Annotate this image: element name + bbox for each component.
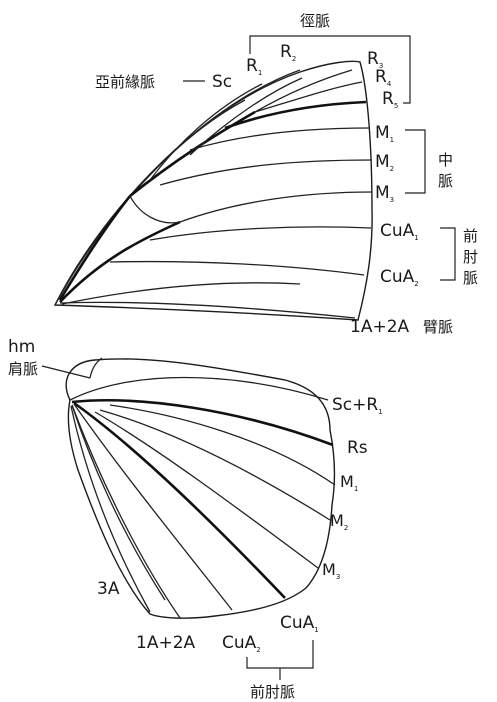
hw-cubital-group-label: 前肘脈: [250, 683, 295, 701]
medial-bracket: [405, 130, 425, 193]
cua2-label: CuA2: [380, 267, 419, 288]
hw-cua1-label: CuA1: [280, 613, 319, 634]
forewing-vein-r3: [255, 70, 352, 112]
humeral-zh-label: 肩脈: [8, 360, 38, 378]
forewing-discocellular: [130, 196, 180, 223]
hindwing-vein-1a2a: [72, 405, 180, 618]
forewing-outline: [55, 61, 372, 320]
forewing-vein-anal-2: [62, 283, 300, 304]
forewing-vein-r1: [150, 84, 262, 180]
radial-group-label: 徑脈: [300, 12, 330, 30]
forewing-vein-r-stem: [60, 196, 130, 300]
hw-anal-label: 1A+2A: [136, 633, 196, 653]
hw-m3-label: M3: [322, 560, 340, 581]
cubital-group-char-3: 脈: [463, 269, 478, 287]
hindwing-vein-cua1: [74, 403, 285, 598]
m1-label: M1: [375, 123, 394, 144]
r1-label: R1: [246, 56, 262, 77]
forewing-vein-anal: [60, 302, 355, 318]
hindwing-vein-m1: [110, 405, 335, 485]
hindwing-cubital-bracket: [247, 640, 313, 668]
forewing-vein-m2: [160, 160, 372, 185]
hw-m1-label: M1: [340, 472, 358, 493]
forewing-vein-sc: [60, 100, 245, 296]
sc-label: Sc: [212, 72, 232, 92]
forewing-vein-cua1: [150, 227, 371, 240]
forewing-vein-cua2: [110, 262, 364, 275]
hw-cua2-label: CuA2: [222, 633, 261, 654]
r5-label: R5: [382, 89, 398, 110]
forewing: [55, 61, 372, 320]
cubital-group-char-2: 肘: [463, 248, 478, 266]
hindwing-vein-m3: [95, 412, 318, 568]
hindwing-vein-rs: [72, 400, 333, 445]
r4-label: R4: [375, 67, 392, 88]
m2-label: M2: [375, 152, 394, 173]
medial-group-char-1: 中: [438, 151, 453, 169]
hm-label: hm: [8, 337, 35, 357]
subcostal-zh-label: 亞前緣脈: [95, 73, 155, 91]
humeral-leader: [42, 366, 90, 378]
forewing-vein-r5: [225, 102, 366, 128]
forewing-anal-label: 1A+2A: [350, 317, 410, 337]
forewing-vein-m3: [180, 192, 372, 222]
anal-zh-label: 臂脈: [423, 318, 453, 336]
hindwing-vein-fold: [72, 405, 165, 600]
m3-label: M3: [375, 183, 394, 204]
rs-label: Rs: [347, 438, 368, 458]
cubital-bracket: [440, 228, 455, 280]
sc-r1-label: Sc+R1: [332, 395, 383, 416]
hw-m2-label: M2: [330, 511, 348, 532]
r2-label: R2: [280, 42, 296, 63]
cubital-group-char-1: 前: [463, 227, 478, 245]
hw-3a-label: 3A: [97, 579, 120, 599]
medial-group-char-2: 脈: [438, 172, 453, 190]
hindwing-vein-m2: [100, 410, 330, 520]
cua1-label: CuA1: [380, 221, 419, 242]
